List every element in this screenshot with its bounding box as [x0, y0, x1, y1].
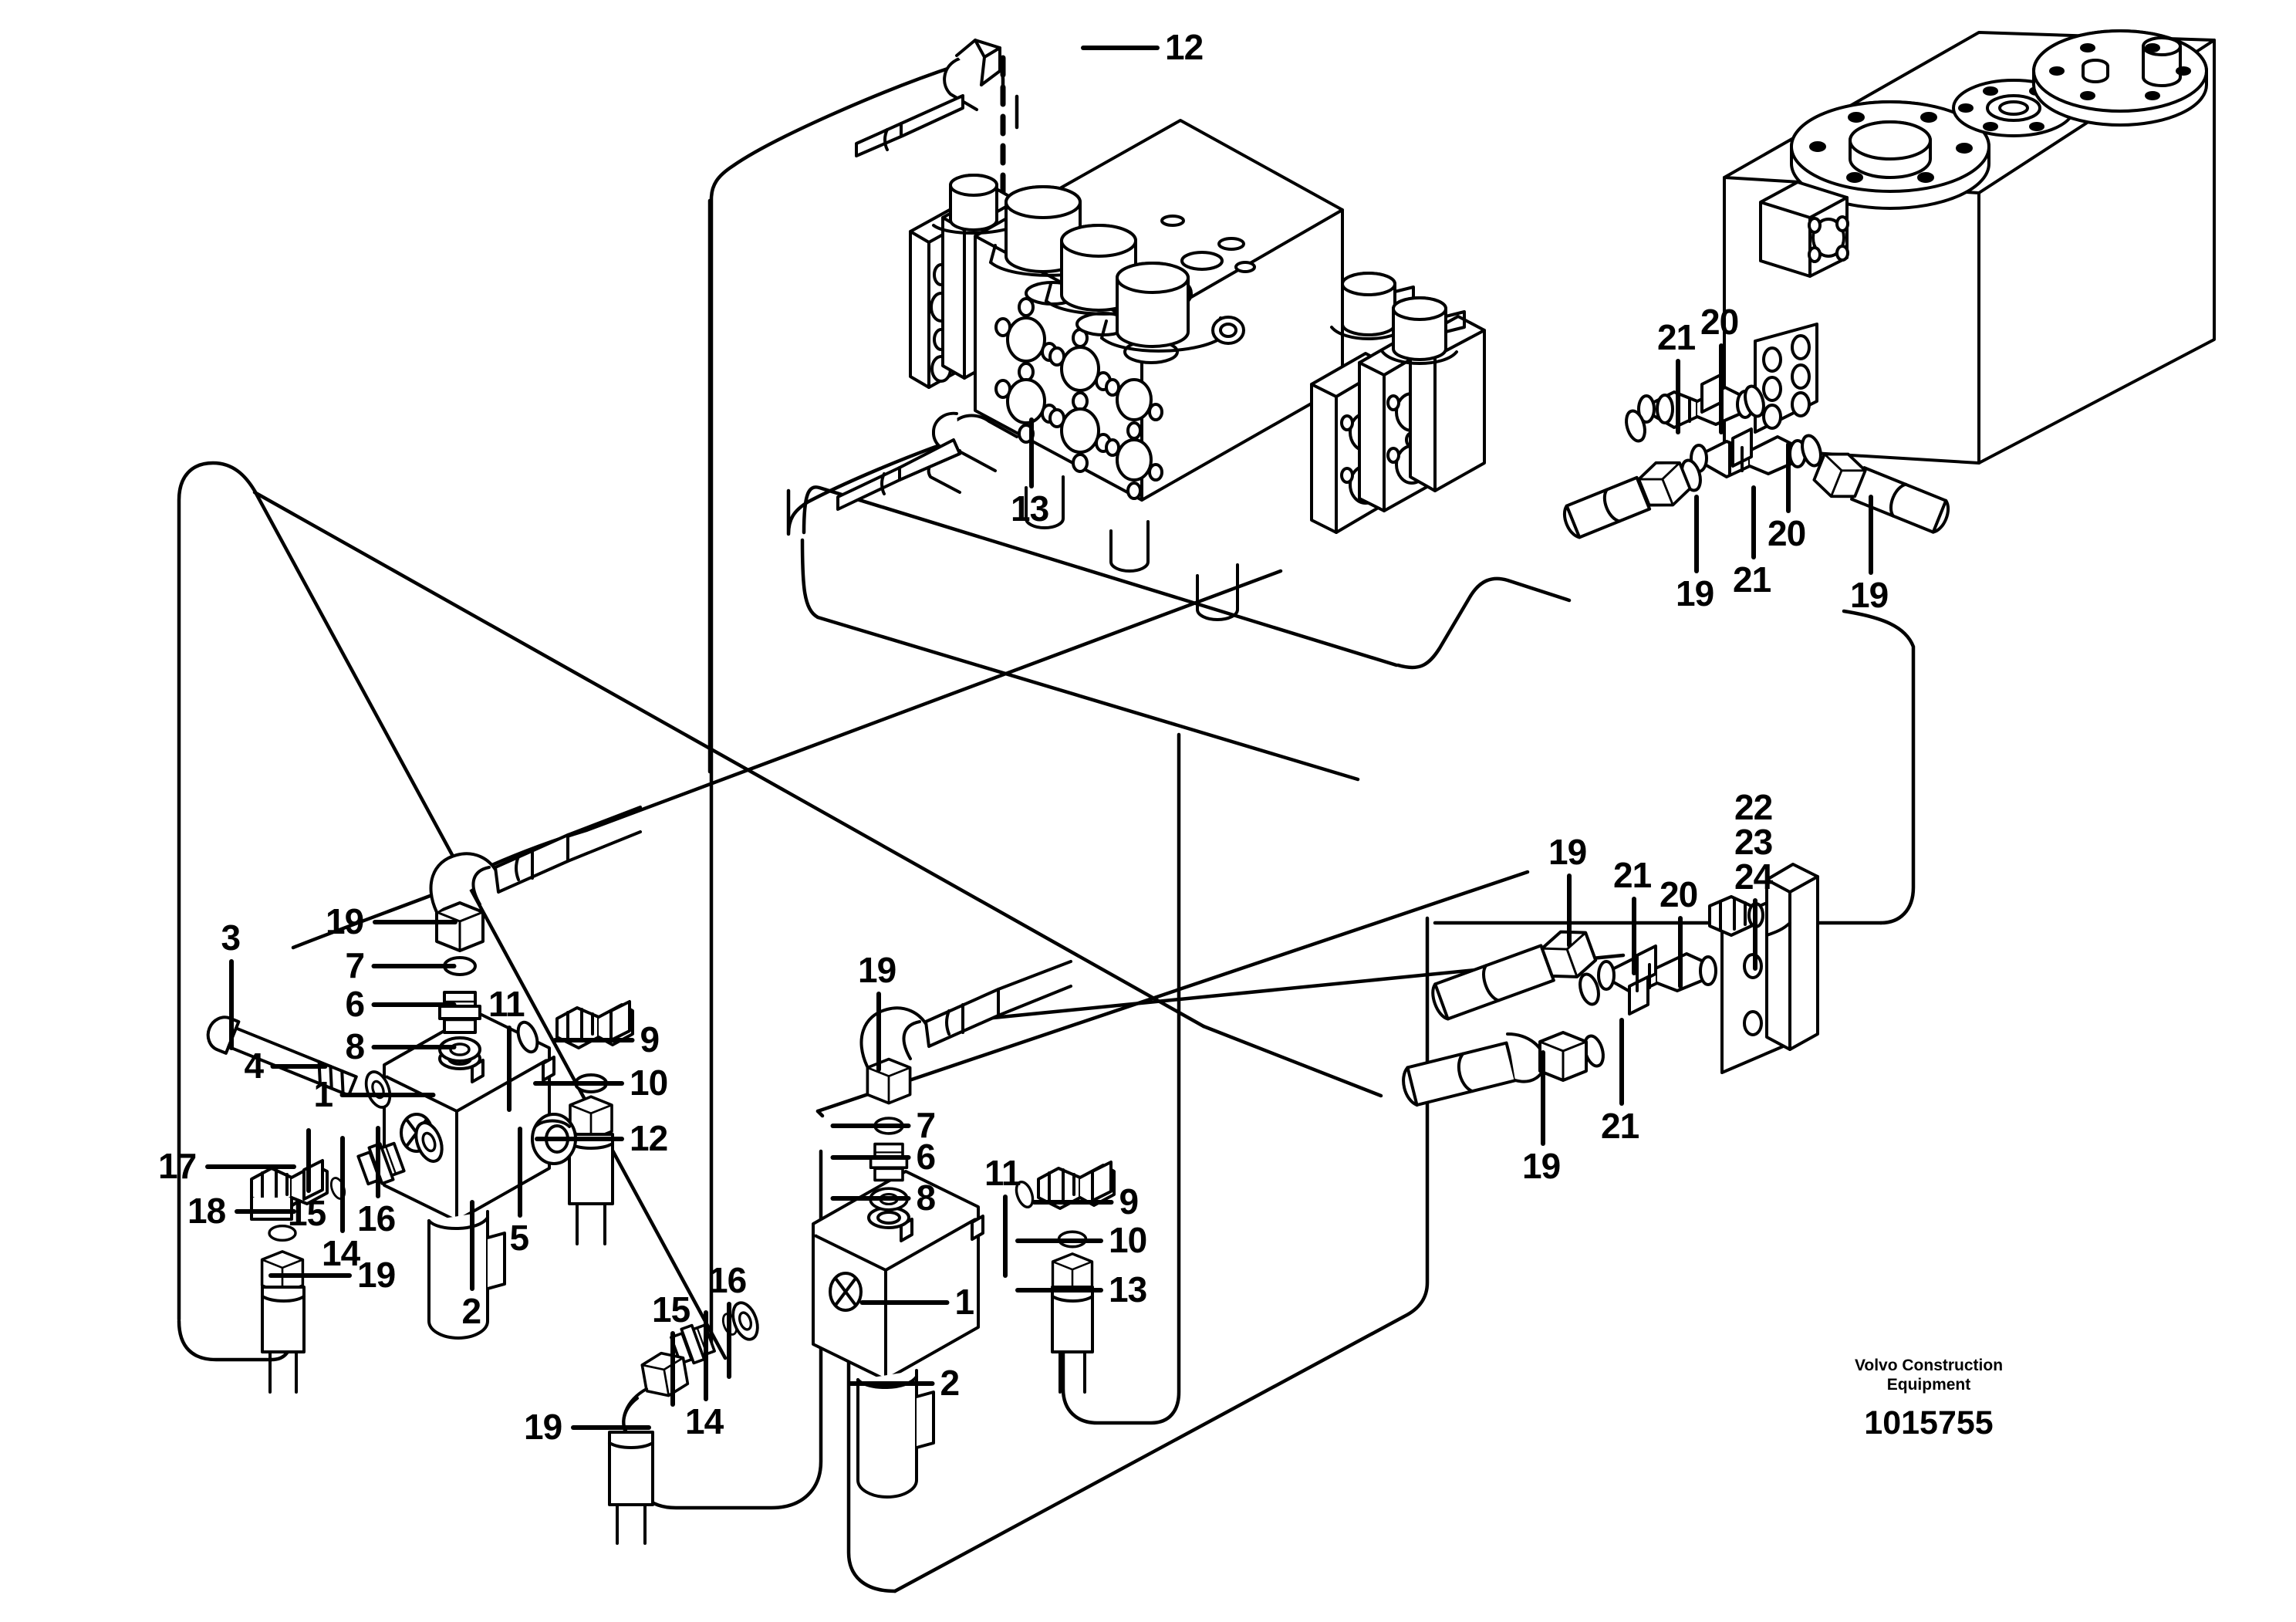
callout-number: 6 — [916, 1137, 937, 1177]
callout-number: 19 — [1850, 575, 1889, 615]
callout-number: 1 — [954, 1282, 975, 1322]
callout-number: 13 — [1109, 1269, 1147, 1309]
callout-number: 19 — [1522, 1146, 1561, 1186]
callout-number: 8 — [916, 1178, 937, 1218]
callout-number: 3 — [221, 917, 241, 958]
callout-number: 9 — [640, 1019, 660, 1059]
callout-number: 19 — [357, 1255, 396, 1295]
callout-number: 7 — [916, 1105, 937, 1145]
callout-number: 19 — [1548, 832, 1587, 872]
callout-number: 8 — [345, 1026, 366, 1066]
callout-number: 14 — [685, 1401, 724, 1441]
callout-number: 21 — [1657, 317, 1696, 357]
callout-number: 20 — [1768, 513, 1806, 553]
callout-number: 2 — [461, 1291, 482, 1331]
callout-number: 22 — [1734, 787, 1773, 827]
callout-number: 17 — [158, 1146, 197, 1186]
callout-number: 21 — [1601, 1106, 1639, 1146]
callout-number: 7 — [345, 945, 366, 985]
callout-number: 20 — [1660, 874, 1698, 914]
callout-number: 11 — [488, 984, 525, 1024]
callout-number: 1 — [313, 1074, 334, 1114]
callout-number: 9 — [1119, 1181, 1140, 1222]
callout-number: 5 — [509, 1218, 530, 1258]
callout-number: 19 — [524, 1407, 562, 1447]
callout-number: 21 — [1733, 559, 1771, 600]
callout-number: 16 — [708, 1260, 747, 1300]
manufacturer-logo-block: Volvo Construction Equipment 1015755 — [1828, 1357, 2029, 1442]
callout-number: 12 — [630, 1118, 668, 1158]
callout-number: 23 — [1734, 822, 1773, 862]
callout-number: 18 — [187, 1191, 226, 1231]
callout-number: 11 — [984, 1153, 1021, 1193]
callout-number: 19 — [326, 901, 364, 941]
callout-number: 2 — [940, 1363, 961, 1403]
callout-number: 12 — [1165, 27, 1204, 67]
callout-number: 10 — [630, 1063, 668, 1103]
callout-number: 19 — [858, 950, 896, 990]
callout-number: 24 — [1734, 857, 1773, 897]
callout-number: 15 — [652, 1289, 690, 1330]
callout-number: 21 — [1613, 855, 1652, 895]
callout-number: 4 — [244, 1046, 265, 1086]
callout-number: 20 — [1700, 302, 1739, 342]
brand-line-1: Volvo Construction — [1854, 1357, 2004, 1374]
callout-number: 6 — [345, 984, 366, 1024]
callout-number: 13 — [1011, 488, 1049, 529]
brand-line-2: Equipment — [1886, 1375, 1971, 1394]
callout-number: 10 — [1109, 1220, 1147, 1260]
callout-number: 14 — [322, 1233, 360, 1273]
callout-number: 19 — [1676, 573, 1714, 613]
part-number: 1015755 — [1864, 1404, 1994, 1441]
callout-number: 15 — [288, 1193, 326, 1233]
callout-number: 16 — [357, 1198, 396, 1238]
